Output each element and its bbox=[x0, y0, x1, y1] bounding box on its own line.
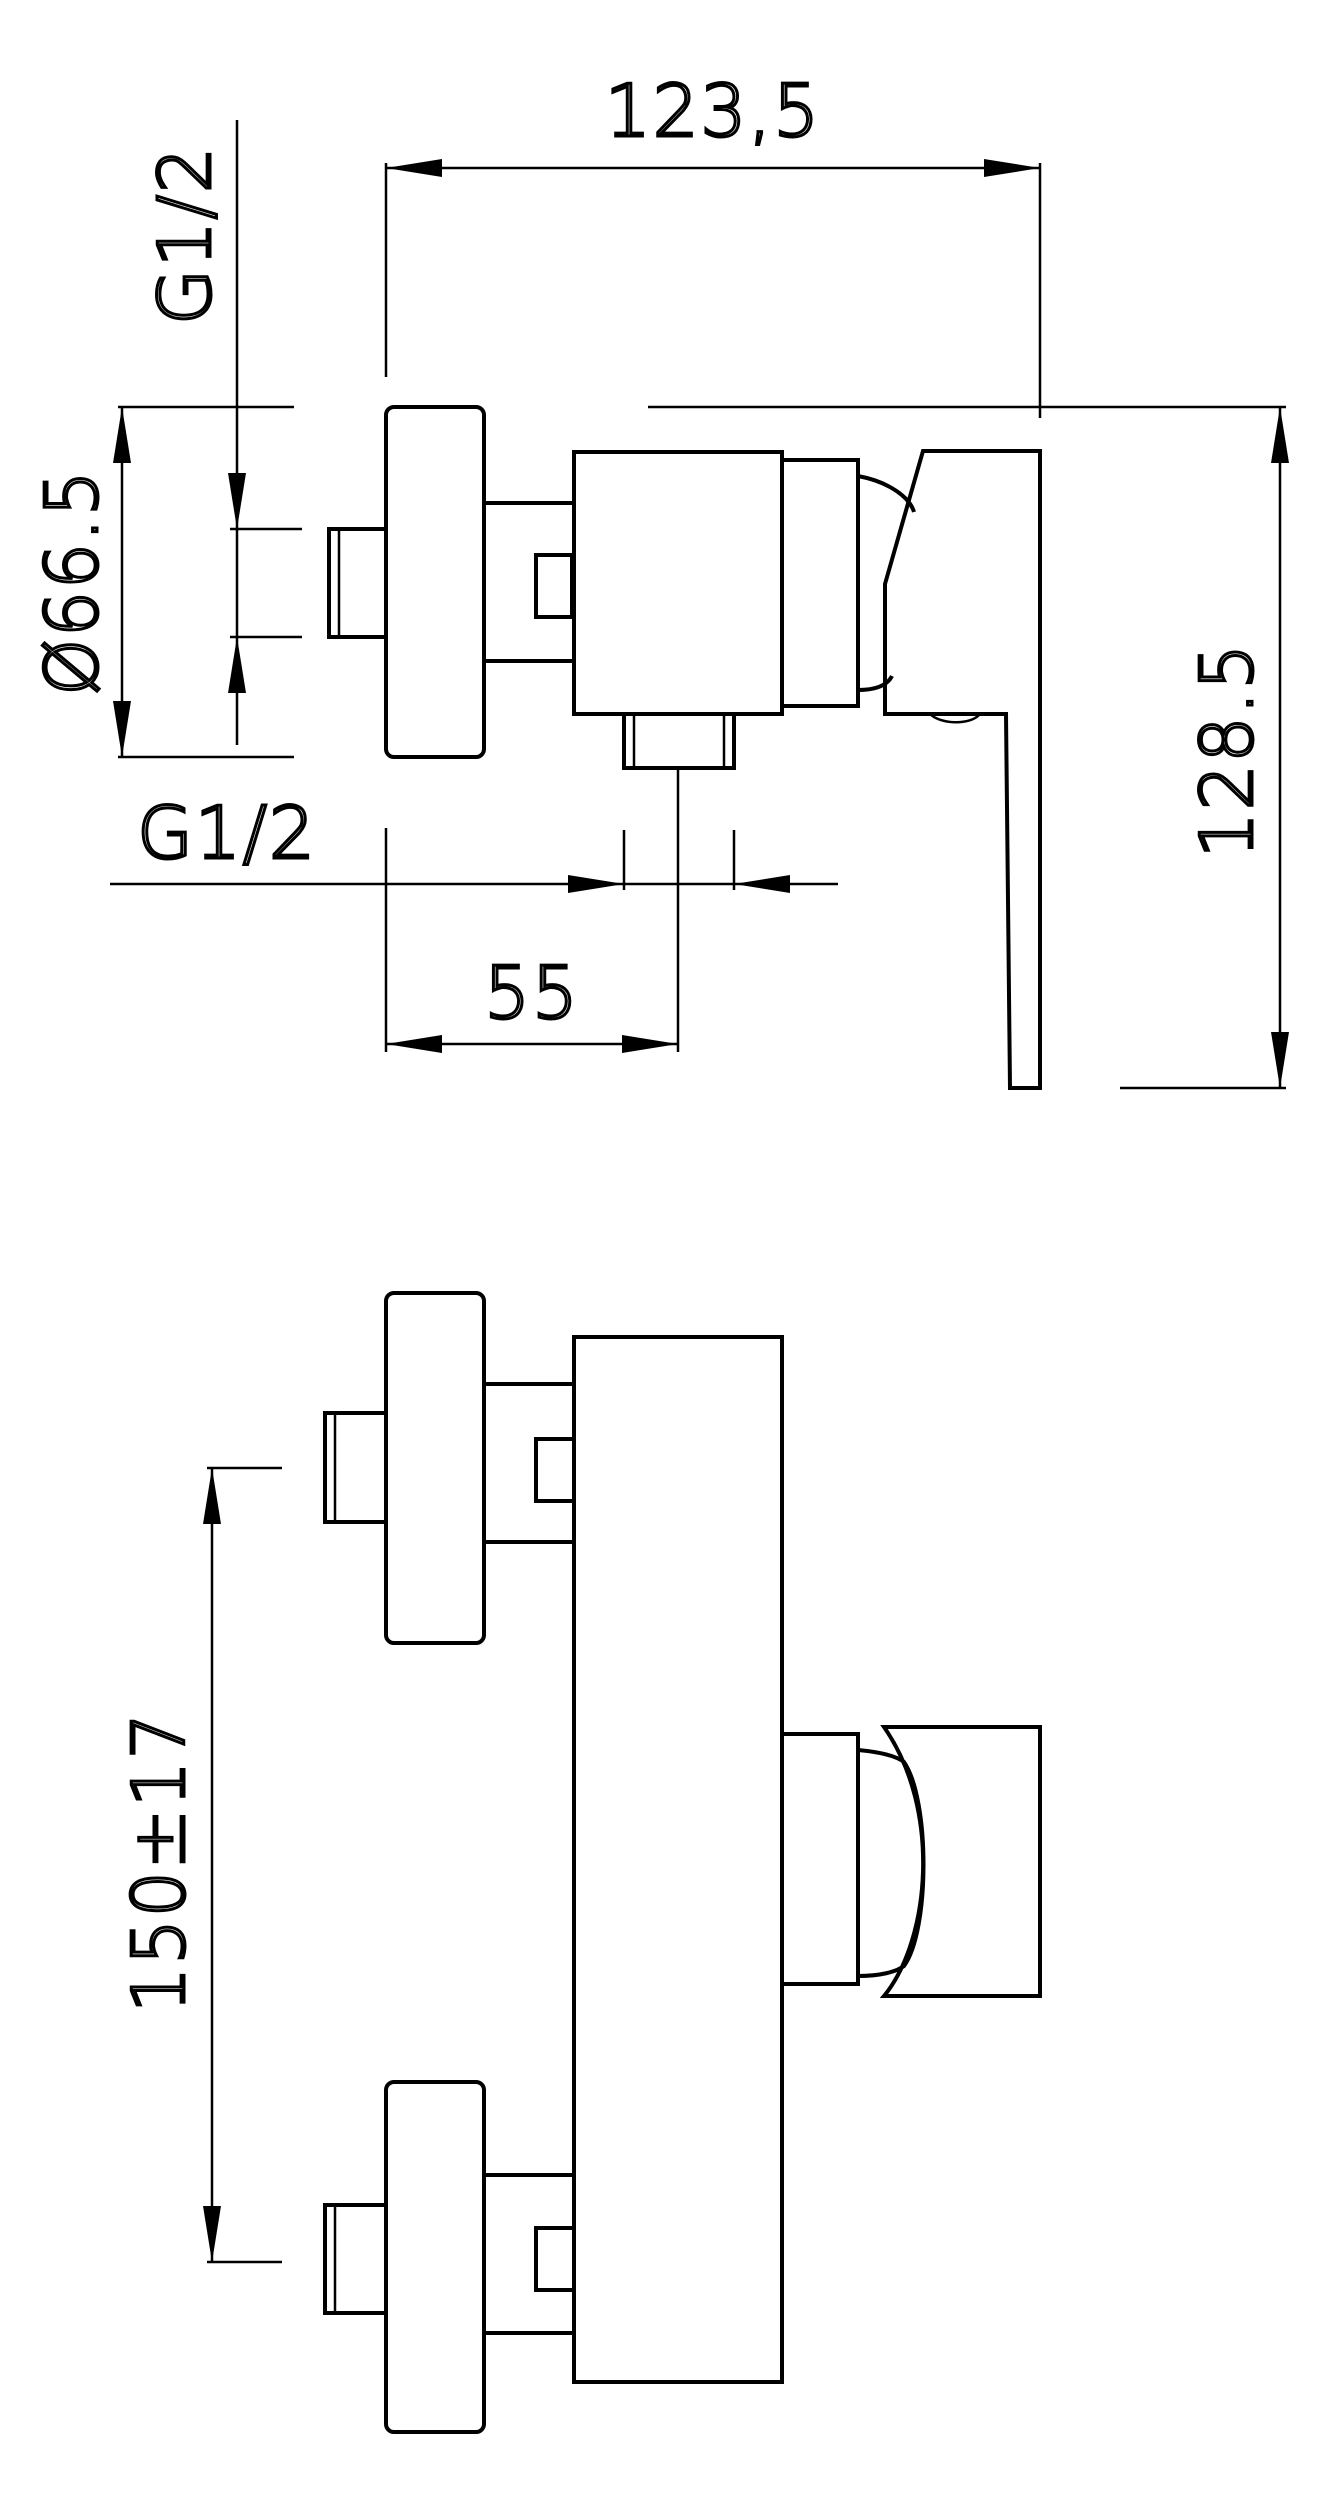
outlet-nipple-edges bbox=[632, 714, 726, 768]
arrowhead bbox=[203, 1468, 221, 1524]
dim-outlet-thread-label: G1/2 bbox=[137, 791, 317, 875]
upper-nut bbox=[534, 1437, 576, 1503]
dim-diameter-label: Ø66.5 bbox=[30, 469, 114, 696]
arrowhead bbox=[1271, 407, 1289, 463]
arrowhead bbox=[113, 701, 131, 757]
dim-width-lines bbox=[384, 163, 1042, 418]
outlet-nipple bbox=[622, 714, 736, 770]
front-view bbox=[323, 1291, 1042, 2434]
dim-offset-label: 55 bbox=[484, 951, 580, 1035]
arrowhead bbox=[228, 637, 246, 693]
handle-dome-front bbox=[857, 1748, 926, 1978]
arrowhead bbox=[386, 1035, 442, 1053]
arrowhead bbox=[984, 159, 1040, 177]
inlet-nipple bbox=[327, 527, 386, 639]
dimension-lines-side bbox=[110, 120, 1289, 1090]
cartridge-housing bbox=[780, 458, 860, 708]
dim-height-lines bbox=[648, 405, 1286, 1090]
mixer-body-front bbox=[572, 1335, 784, 2384]
dim-diameter-lines bbox=[118, 405, 294, 759]
arrowhead bbox=[568, 875, 624, 893]
upper-connector bbox=[484, 1382, 574, 1544]
dimension-lines-front bbox=[203, 1466, 282, 2264]
lower-nut bbox=[534, 2226, 576, 2292]
wall-flange bbox=[384, 405, 486, 759]
lever-handle-front bbox=[879, 1725, 1042, 1998]
eccentric-connector bbox=[484, 501, 574, 663]
lever-handle bbox=[883, 449, 1042, 1090]
dim-inlet-spacing-label: 150±17 bbox=[117, 1711, 201, 2012]
arrowhead bbox=[734, 875, 790, 893]
handle-dome bbox=[857, 474, 916, 692]
dim-width-label: 123,5 bbox=[605, 69, 821, 153]
mixer-body bbox=[572, 450, 784, 716]
lower-connector bbox=[484, 2173, 574, 2335]
dim-height-label: 128.5 bbox=[1185, 642, 1269, 858]
dim-outlet-thread-lines bbox=[110, 830, 838, 890]
dim-inlet-thread-lines bbox=[230, 120, 302, 745]
arrowhead bbox=[622, 1035, 678, 1053]
lower-inlet-nipple bbox=[323, 2203, 386, 2315]
upper-inlet-nipple bbox=[323, 1411, 386, 1524]
upper-wall-flange bbox=[384, 1291, 486, 1645]
arrowhead bbox=[1271, 1032, 1289, 1088]
lower-wall-flange bbox=[384, 2080, 486, 2434]
arrowhead bbox=[228, 473, 246, 529]
arrowhead bbox=[203, 2206, 221, 2262]
arrowhead bbox=[386, 159, 442, 177]
dim-inlet-spacing-lines bbox=[207, 1466, 282, 2264]
eccentric-nut bbox=[534, 553, 574, 619]
lever-hinge bbox=[929, 713, 981, 724]
side-view bbox=[327, 405, 1042, 1090]
arrowhead bbox=[113, 407, 131, 463]
cartridge-housing-front bbox=[780, 1732, 860, 1986]
dim-inlet-thread-label: G1/2 bbox=[143, 145, 227, 325]
